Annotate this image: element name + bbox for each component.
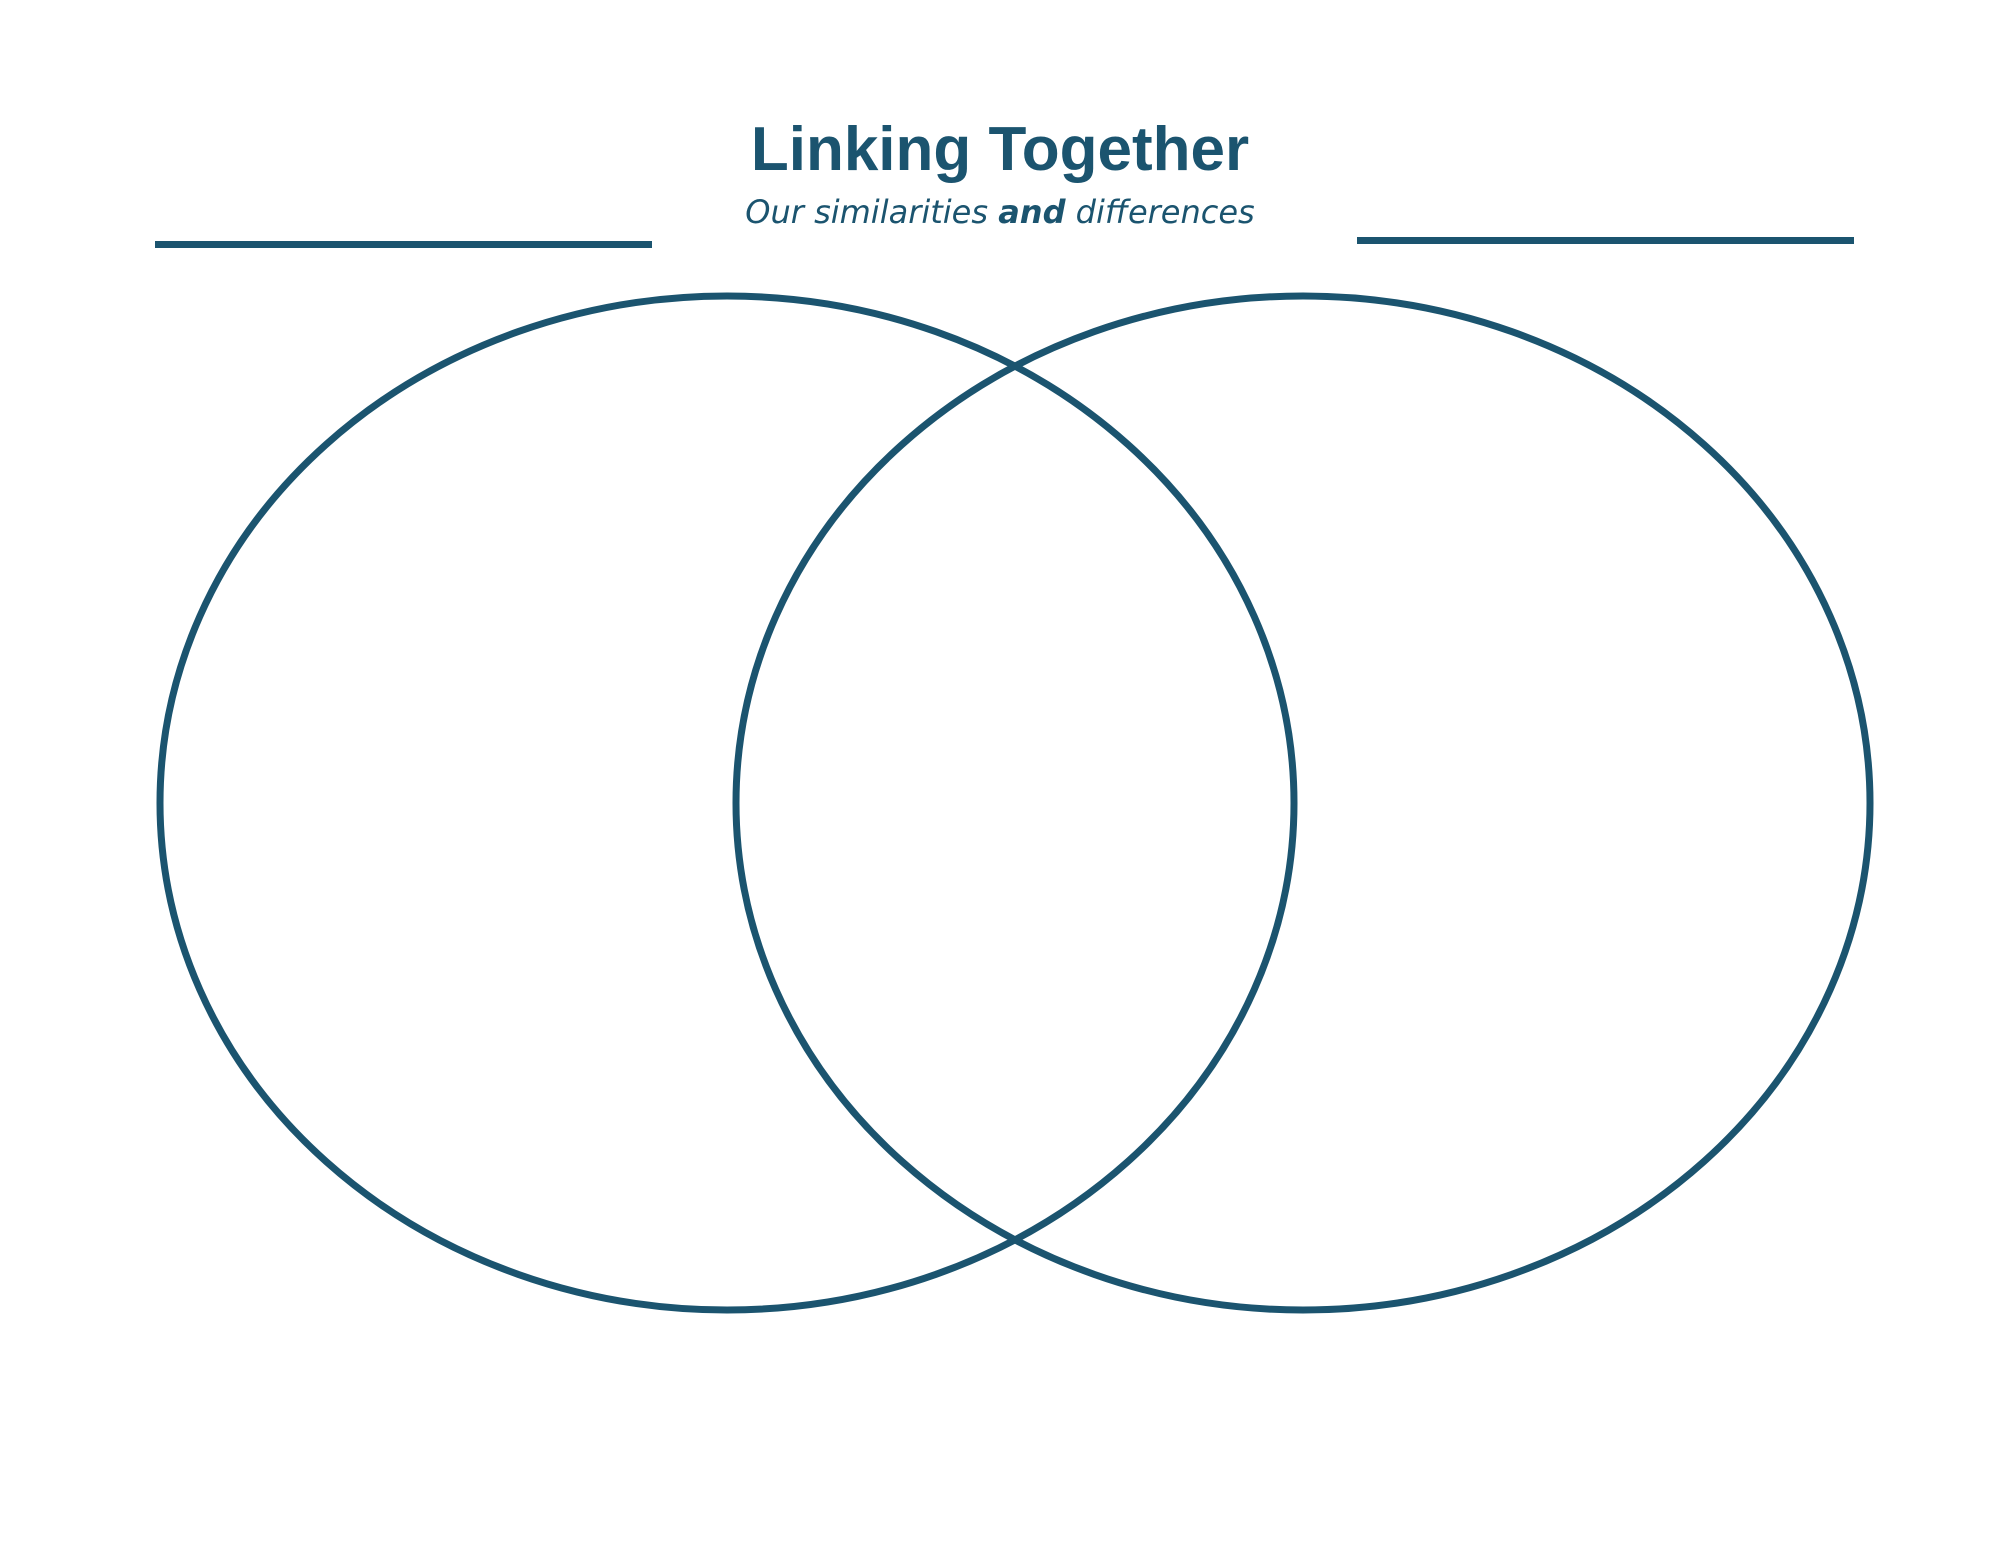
left-circle[interactable]: [156, 292, 1298, 1314]
worksheet-title: Linking Together: [750, 115, 1250, 184]
subtitle-suffix: differences: [1065, 193, 1255, 231]
worksheet-subtitle: Our similarities and differences: [0, 191, 2000, 233]
subtitle-emphasis: and: [998, 193, 1066, 231]
left-name-line[interactable]: [155, 241, 652, 248]
subtitle-prefix: Our similarities: [745, 193, 999, 231]
right-name-line[interactable]: [1357, 237, 1854, 244]
right-circle[interactable]: [732, 292, 1874, 1314]
